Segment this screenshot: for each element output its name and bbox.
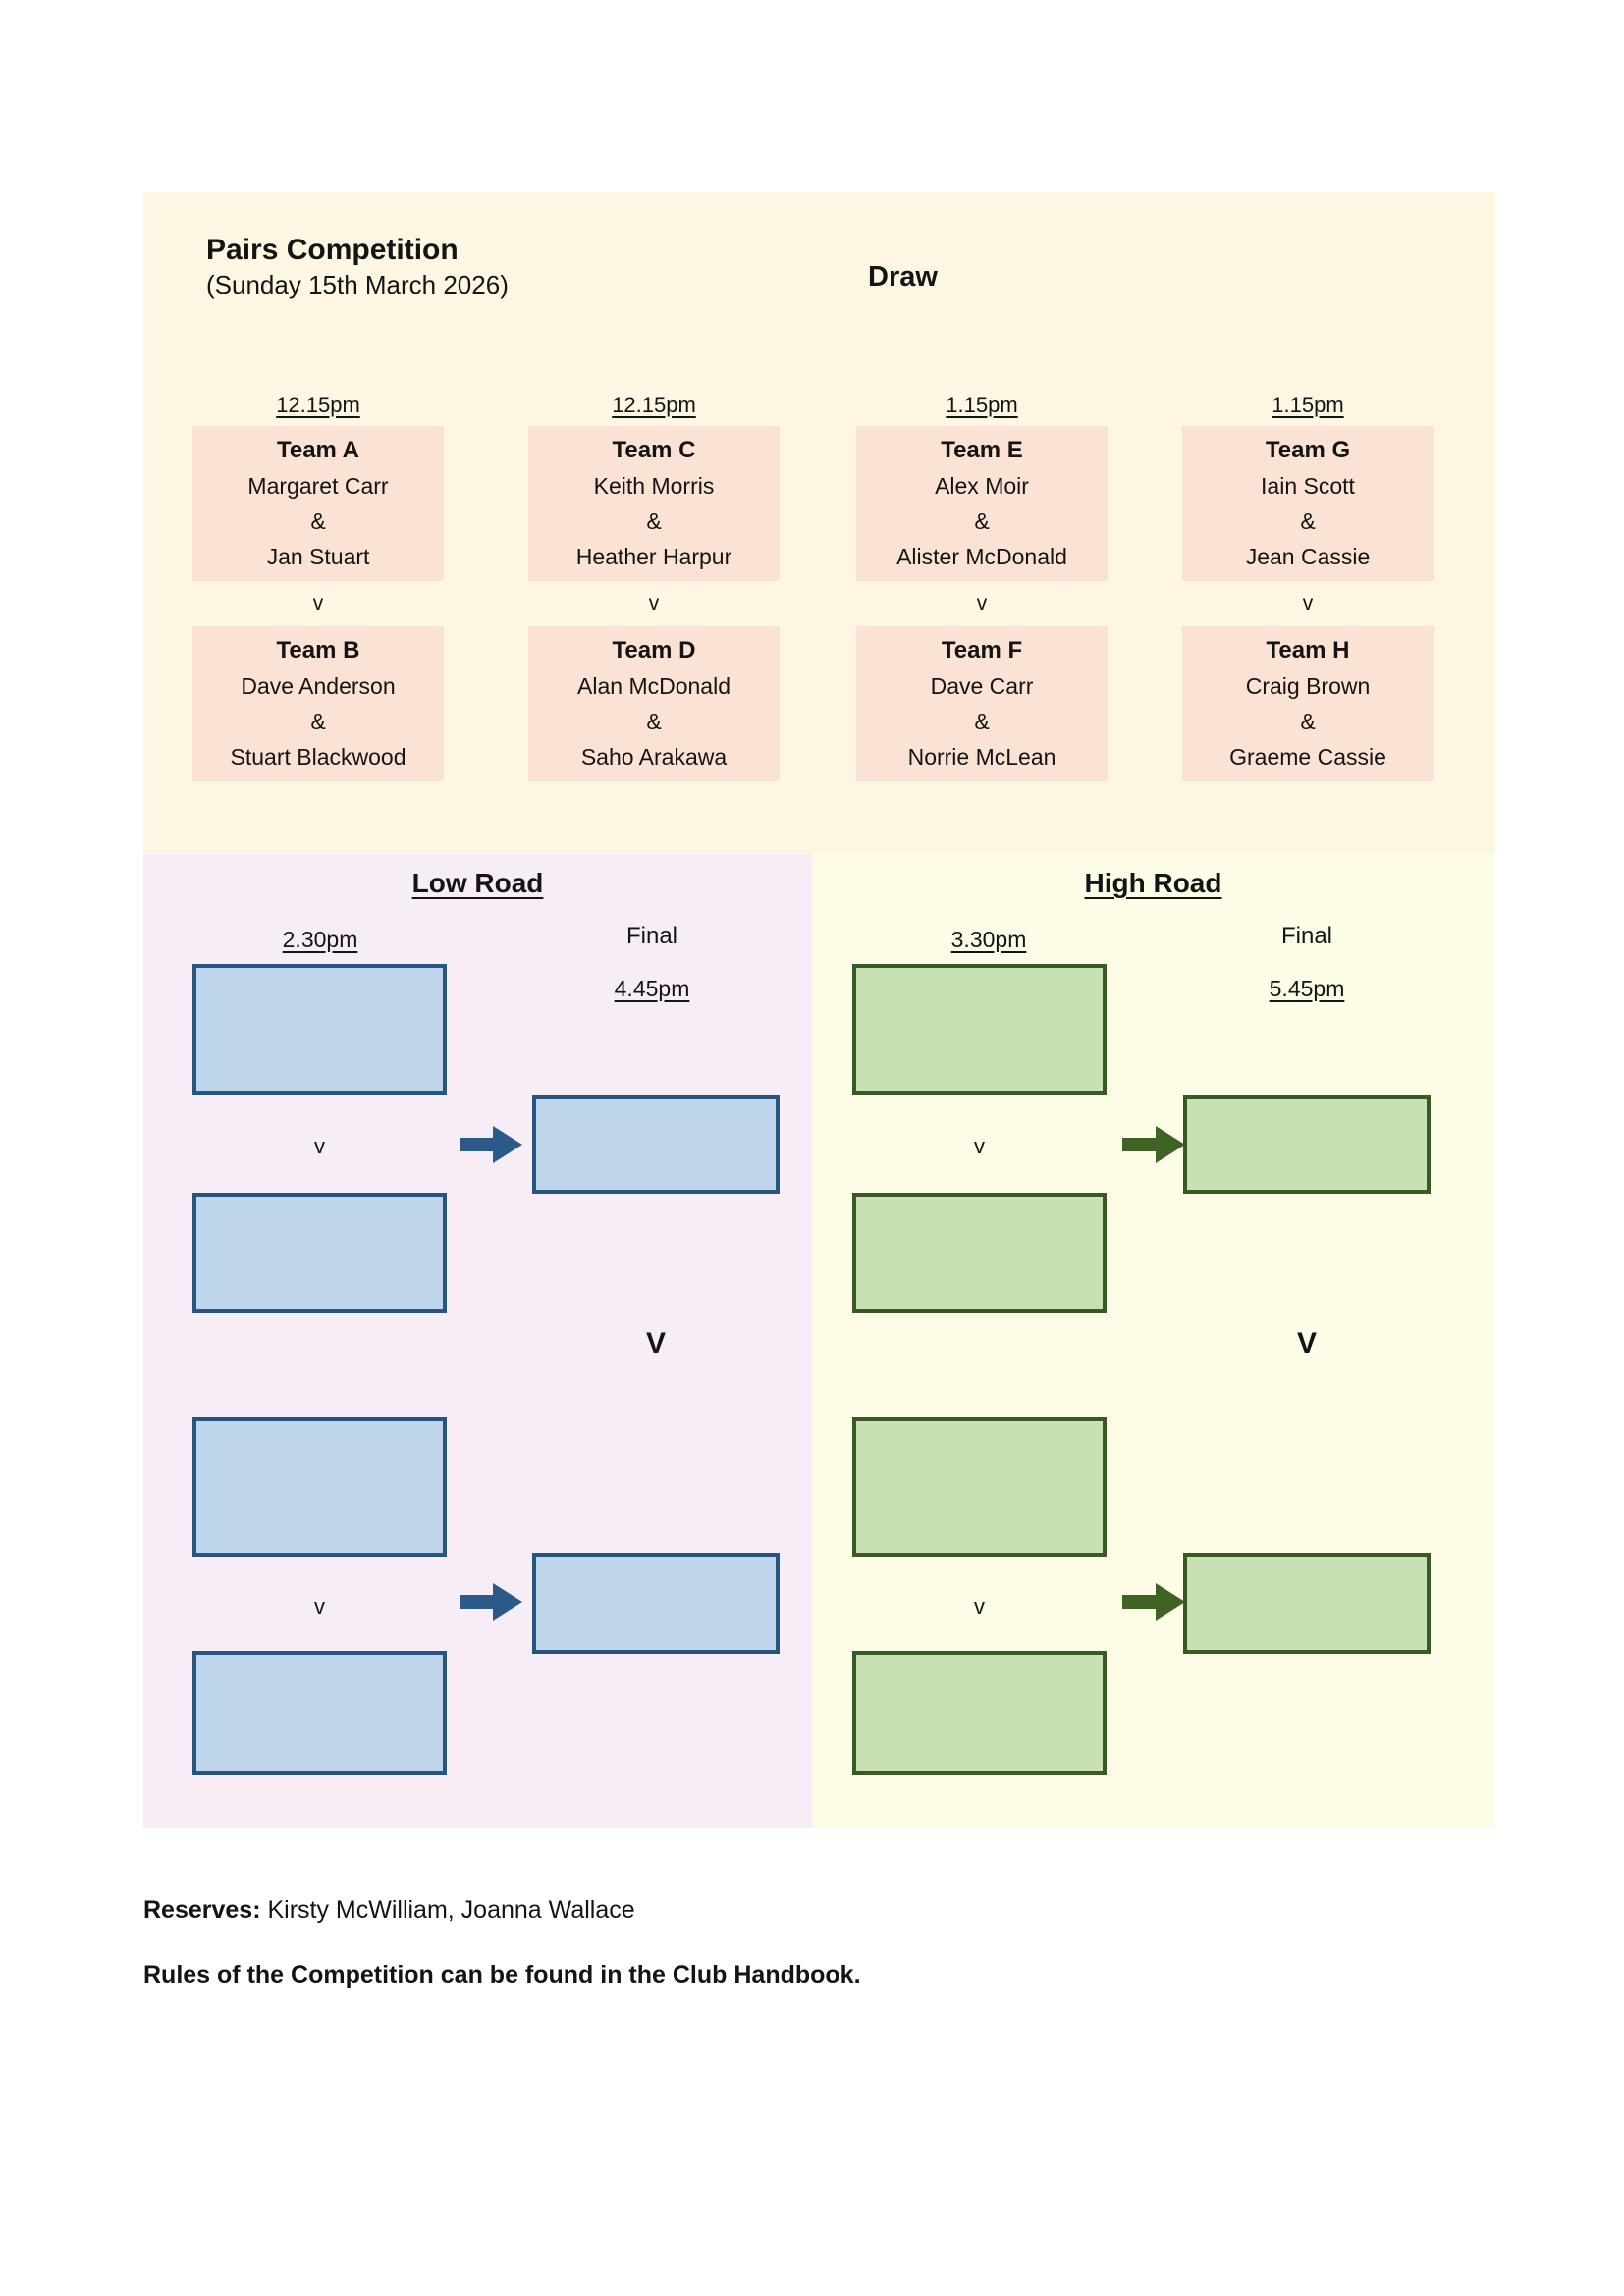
versus-label: v	[312, 592, 324, 614]
player-name: Jan Stuart	[266, 544, 370, 569]
low-road-semi-time: 2.30pm	[282, 927, 358, 952]
ampersand: &	[310, 508, 326, 534]
draw-sheet: Pairs Competition (Sunday 15th March 202…	[143, 192, 1495, 854]
versus-label: v	[314, 1134, 325, 1158]
team-box-f: Team F Dave Carr & Norrie McLean	[856, 626, 1108, 781]
reserves-names: Kirsty McWilliam, Joanna Wallace	[260, 1896, 635, 1924]
low-road-semifinal1-slot2	[192, 1193, 447, 1313]
match-column-4: 1.15pm Team G Iain Scott & Jean Cassie v…	[1182, 393, 1434, 781]
low-road-title: Low Road	[411, 868, 544, 898]
arrow-right-icon	[460, 1126, 522, 1163]
low-road-section: Low Road 2.30pm Final 4.45pm v V v	[143, 854, 812, 1828]
high-road-final-time: 5.45pm	[1269, 976, 1345, 1001]
team-name: Team C	[612, 437, 696, 463]
team-box-h: Team H Craig Brown & Graeme Cassie	[1182, 626, 1434, 781]
low-road-final-label: Final	[625, 923, 678, 949]
team-name: Team A	[276, 437, 360, 463]
high-road-semifinal2-slot2	[852, 1651, 1107, 1775]
team-name: Team B	[276, 637, 360, 664]
versus-label: v	[974, 1594, 985, 1619]
low-road-final-time: 4.45pm	[614, 976, 690, 1001]
team-box-c: Team C Keith Morris & Heather Harpur	[528, 426, 780, 581]
versus-label: v	[976, 592, 988, 614]
match-column-3: 1.15pm Team E Alex Moir & Alister McDona…	[856, 393, 1108, 781]
match-time: 1.15pm	[1272, 393, 1344, 417]
match-column-1: 12.15pm Team A Margaret Carr & Jan Stuar…	[192, 393, 444, 781]
high-road-section: High Road 3.30pm Final 5.45pm v V v	[812, 854, 1494, 1828]
player-name: Stuart Blackwood	[230, 744, 406, 770]
low-road-semifinal2-slot2	[192, 1651, 447, 1775]
high-road-final-slot2	[1183, 1553, 1431, 1654]
versus-label: v	[314, 1594, 325, 1619]
ampersand: &	[646, 508, 662, 534]
player-name: Graeme Cassie	[1229, 744, 1386, 770]
ampersand: &	[974, 709, 990, 734]
ampersand: &	[974, 508, 990, 534]
reserves-line: Reserves: Kirsty McWilliam, Joanna Walla…	[143, 1896, 635, 1925]
versus-label: v	[1302, 592, 1314, 614]
team-name: Team E	[941, 437, 1023, 463]
match-time: 1.15pm	[946, 393, 1018, 417]
team-name: Team H	[1266, 637, 1350, 664]
player-name: Heather Harpur	[575, 544, 732, 569]
high-road-final-label: Final	[1280, 923, 1333, 949]
player-name: Alex Moir	[935, 473, 1029, 499]
team-name: Team F	[941, 637, 1023, 664]
team-box-g: Team G Iain Scott & Jean Cassie	[1182, 426, 1434, 581]
player-name: Alan McDonald	[577, 673, 731, 699]
team-name: Team G	[1265, 437, 1351, 463]
player-name: Alister McDonald	[896, 544, 1067, 569]
low-road-final-slot2	[532, 1553, 780, 1654]
rules-line: Rules of the Competition can be found in…	[143, 1961, 861, 1989]
versus-label: v	[974, 1134, 985, 1158]
player-name: Margaret Carr	[247, 473, 389, 499]
high-road-semi-time: 3.30pm	[950, 927, 1027, 952]
reserves-label: Reserves:	[143, 1896, 261, 1924]
low-road-final-slot1	[532, 1095, 780, 1194]
ampersand: &	[1300, 709, 1316, 734]
high-road-semifinal2-slot1	[852, 1417, 1107, 1557]
player-name: Dave Anderson	[241, 673, 396, 699]
high-road-title: High Road	[1084, 868, 1222, 898]
high-road-semifinal1-slot2	[852, 1193, 1107, 1313]
final-versus-label: V	[645, 1327, 666, 1360]
page-subtitle: (Sunday 15th March 2026)	[206, 269, 509, 299]
player-name: Norrie McLean	[907, 744, 1056, 770]
final-versus-label: V	[1296, 1327, 1317, 1360]
player-name: Jean Cassie	[1245, 544, 1371, 569]
title-block: Pairs Competition (Sunday 15th March 202…	[206, 232, 509, 301]
match-time: 12.15pm	[612, 393, 696, 417]
high-road-final-slot1	[1183, 1095, 1431, 1194]
player-name: Keith Morris	[593, 473, 715, 499]
match-time: 12.15pm	[276, 393, 360, 417]
arrow-right-icon	[1122, 1583, 1185, 1621]
team-box-e: Team E Alex Moir & Alister McDonald	[856, 426, 1108, 581]
ampersand: &	[646, 709, 662, 734]
ampersand: &	[310, 709, 326, 734]
arrow-right-icon	[1122, 1126, 1185, 1163]
versus-label: v	[648, 592, 660, 614]
team-box-d: Team D Alan McDonald & Saho Arakawa	[528, 626, 780, 781]
ampersand: &	[1300, 508, 1316, 534]
player-name: Saho Arakawa	[580, 744, 728, 770]
draw-heading: Draw	[868, 261, 938, 293]
team-box-a: Team A Margaret Carr & Jan Stuart	[192, 426, 444, 581]
match-column-2: 12.15pm Team C Keith Morris & Heather Ha…	[528, 393, 780, 781]
player-name: Dave Carr	[930, 673, 1034, 699]
player-name: Craig Brown	[1245, 673, 1371, 699]
page-title: Pairs Competition	[206, 234, 459, 266]
low-road-semifinal1-slot1	[192, 964, 447, 1095]
team-name: Team D	[612, 637, 696, 664]
player-name: Iain Scott	[1261, 473, 1355, 499]
team-box-b: Team B Dave Anderson & Stuart Blackwood	[192, 626, 444, 781]
low-road-semifinal2-slot1	[192, 1417, 447, 1557]
high-road-semifinal1-slot1	[852, 964, 1107, 1095]
arrow-right-icon	[460, 1583, 522, 1621]
